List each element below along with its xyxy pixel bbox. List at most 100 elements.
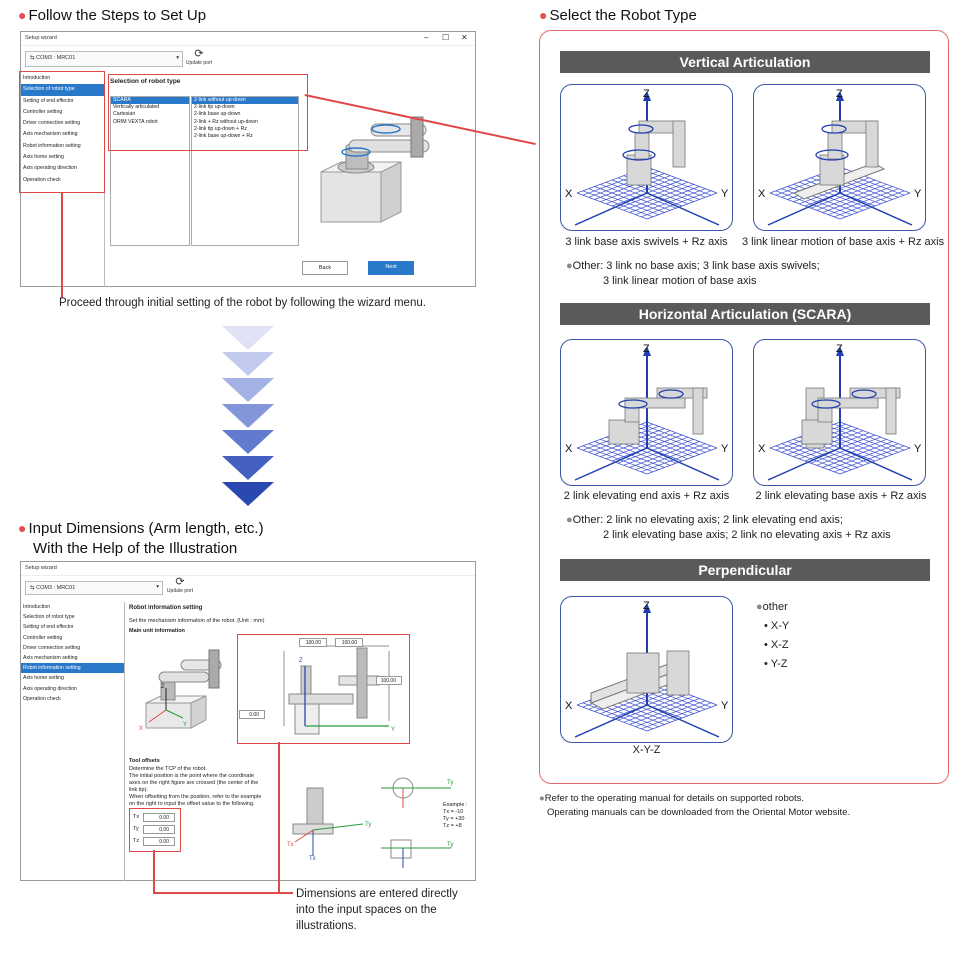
- menu-item[interactable]: Setting of end effector: [23, 624, 74, 631]
- robot-type-option[interactable]: Vertically articulated: [113, 104, 160, 111]
- robot-type-option[interactable]: SCARA: [111, 97, 189, 105]
- connector-line: [61, 193, 63, 298]
- refresh-icon: ⟳: [194, 48, 204, 60]
- svg-text:Z: Z: [643, 343, 650, 355]
- section-title: Robot information setting: [129, 605, 203, 611]
- menu-item[interactable]: Introduction: [23, 75, 51, 81]
- menu-item[interactable]: Axis home setting: [23, 675, 64, 682]
- update-port-button[interactable]: ⟳ Update port: [185, 48, 213, 67]
- note-perpendicular-other: ●other • X-Y • X-Z • Y-Z: [756, 601, 790, 670]
- text-line: Determine the TCP of the robot.: [129, 766, 207, 772]
- bullet-icon: ●: [756, 601, 763, 613]
- menu-item[interactable]: Selection of robot type: [21, 84, 104, 96]
- menu-item[interactable]: Axis operating direction: [23, 685, 77, 692]
- robot-type-option[interactable]: Cartesian: [113, 111, 136, 118]
- robot-type-option[interactable]: ORIM VEXTA robot: [113, 118, 158, 125]
- maximize-icon[interactable]: ☐: [442, 33, 450, 42]
- svg-text:Z: Z: [643, 600, 650, 612]
- close-icon[interactable]: ✕: [461, 33, 468, 42]
- svg-text:Z: Z: [836, 88, 843, 100]
- menu-item[interactable]: Driver connection setting: [23, 120, 81, 127]
- svg-text:Ty: Ty: [447, 780, 453, 786]
- banner-perpendicular: Perpendicular: [560, 559, 930, 581]
- menu-item[interactable]: Axis mechanism setting: [23, 131, 78, 138]
- bullet-icon: ●: [18, 7, 27, 23]
- menu-item[interactable]: Selection of robot type: [23, 614, 75, 621]
- link-type-option[interactable]: 2-link + Rz without up-down: [194, 118, 258, 125]
- caption-horizontal-1: 2 link elevating end axis + Rz axis: [563, 490, 730, 502]
- menu-item[interactable]: Operation check: [23, 695, 61, 702]
- text-line: Tz = +8: [443, 823, 462, 829]
- svg-text:X: X: [758, 443, 766, 455]
- usb-icon: ⇆: [30, 55, 35, 61]
- svg-text:Ty: Ty: [447, 842, 453, 848]
- base-offset-input[interactable]: 0.00: [239, 710, 265, 719]
- svg-text:Y: Y: [721, 700, 729, 712]
- menu-item[interactable]: Robot information setting: [21, 663, 124, 674]
- menu-item[interactable]: Operation check: [23, 176, 61, 183]
- menu-item[interactable]: Controller setting: [23, 108, 63, 115]
- text-line: The initial position is the point where …: [129, 773, 255, 779]
- menu-item[interactable]: Setting of end effector: [23, 97, 74, 104]
- window-title: Setup wizard: [21, 32, 475, 46]
- port-select[interactable]: ⇆ COM3 : MRC01 ▾: [25, 581, 163, 595]
- scara-illustration: [320, 116, 430, 223]
- robot-3d-illustration: X Y Z: [139, 649, 222, 732]
- caption-dimensions: Dimensions are entered directly into the…: [296, 888, 458, 932]
- bullet-icon: ●: [539, 793, 545, 804]
- refresh-icon: ⟳: [175, 576, 185, 588]
- caption-vertical-1: 3 link base axis swivels + Rz axis: [565, 236, 728, 248]
- svg-text:Y: Y: [721, 188, 729, 200]
- down-arrow-icon: [222, 326, 274, 506]
- menu-item[interactable]: Introduction: [23, 604, 51, 610]
- svg-text:Y: Y: [721, 443, 729, 455]
- window-title: Setup wizard: [21, 562, 475, 576]
- menu-item[interactable]: Robot information setting: [23, 142, 81, 149]
- menu-item[interactable]: Axis operating direction: [23, 165, 77, 172]
- card-scara-end[interactable]: X Y Z: [560, 339, 733, 486]
- menu-item[interactable]: Controller setting: [23, 634, 63, 641]
- tx-input[interactable]: 0.00: [143, 813, 175, 822]
- link-type-option[interactable]: 2-link tip up-down: [194, 104, 235, 111]
- link-type-option[interactable]: 2-link without up-down: [192, 97, 298, 105]
- link-type-option[interactable]: 2-link base up-down + Rz: [194, 132, 253, 139]
- text-line: link tip).: [129, 787, 148, 793]
- arm-length-2-input[interactable]: 100.00: [335, 638, 363, 647]
- connector-line: [153, 850, 155, 892]
- height-input[interactable]: 100.00: [376, 676, 402, 685]
- next-button[interactable]: Next: [368, 261, 414, 275]
- svg-text:Y: Y: [914, 188, 922, 200]
- card-xyz[interactable]: X Y Z: [560, 596, 733, 743]
- chevron-down-icon: ▾: [176, 55, 179, 61]
- menu-item[interactable]: Axis home setting: [23, 154, 64, 161]
- tool-offset-instructions: Determine the TCP of the robot.The initi…: [129, 766, 289, 808]
- minimize-icon[interactable]: –: [424, 33, 429, 42]
- svg-text:X: X: [565, 443, 573, 455]
- link-type-option[interactable]: 2-link base up-down: [194, 111, 241, 118]
- bullet-icon: ●: [566, 514, 573, 526]
- tx-label: Tx: [133, 814, 140, 820]
- text-line: on the right to input the offset value t…: [129, 801, 255, 807]
- menu-item[interactable]: Driver connection setting: [23, 644, 81, 651]
- menu-item[interactable]: Axis mechanism setting: [23, 654, 78, 661]
- robot-type-panel: [539, 30, 949, 784]
- tool-offsets-label: Tool offsets: [129, 758, 160, 764]
- update-port-button[interactable]: ⟳ Update port: [166, 576, 194, 595]
- tool-offset-box: [129, 808, 181, 852]
- link-type-option[interactable]: 2-link tip up-down + Rz: [194, 125, 247, 132]
- text-line: axes on the right figure are crossed (th…: [129, 780, 259, 786]
- dimension-diagram: Z Y: [283, 645, 395, 735]
- back-button[interactable]: Back: [302, 261, 348, 275]
- arm-length-1-input[interactable]: 100.00: [299, 638, 327, 647]
- port-select[interactable]: ⇆ COM3 : MRC01 ▾: [25, 51, 183, 67]
- tz-input[interactable]: 0.00: [143, 837, 175, 846]
- svg-text:Y: Y: [914, 443, 922, 455]
- ty-input[interactable]: 0.00: [143, 825, 175, 834]
- svg-text:X: X: [565, 700, 573, 712]
